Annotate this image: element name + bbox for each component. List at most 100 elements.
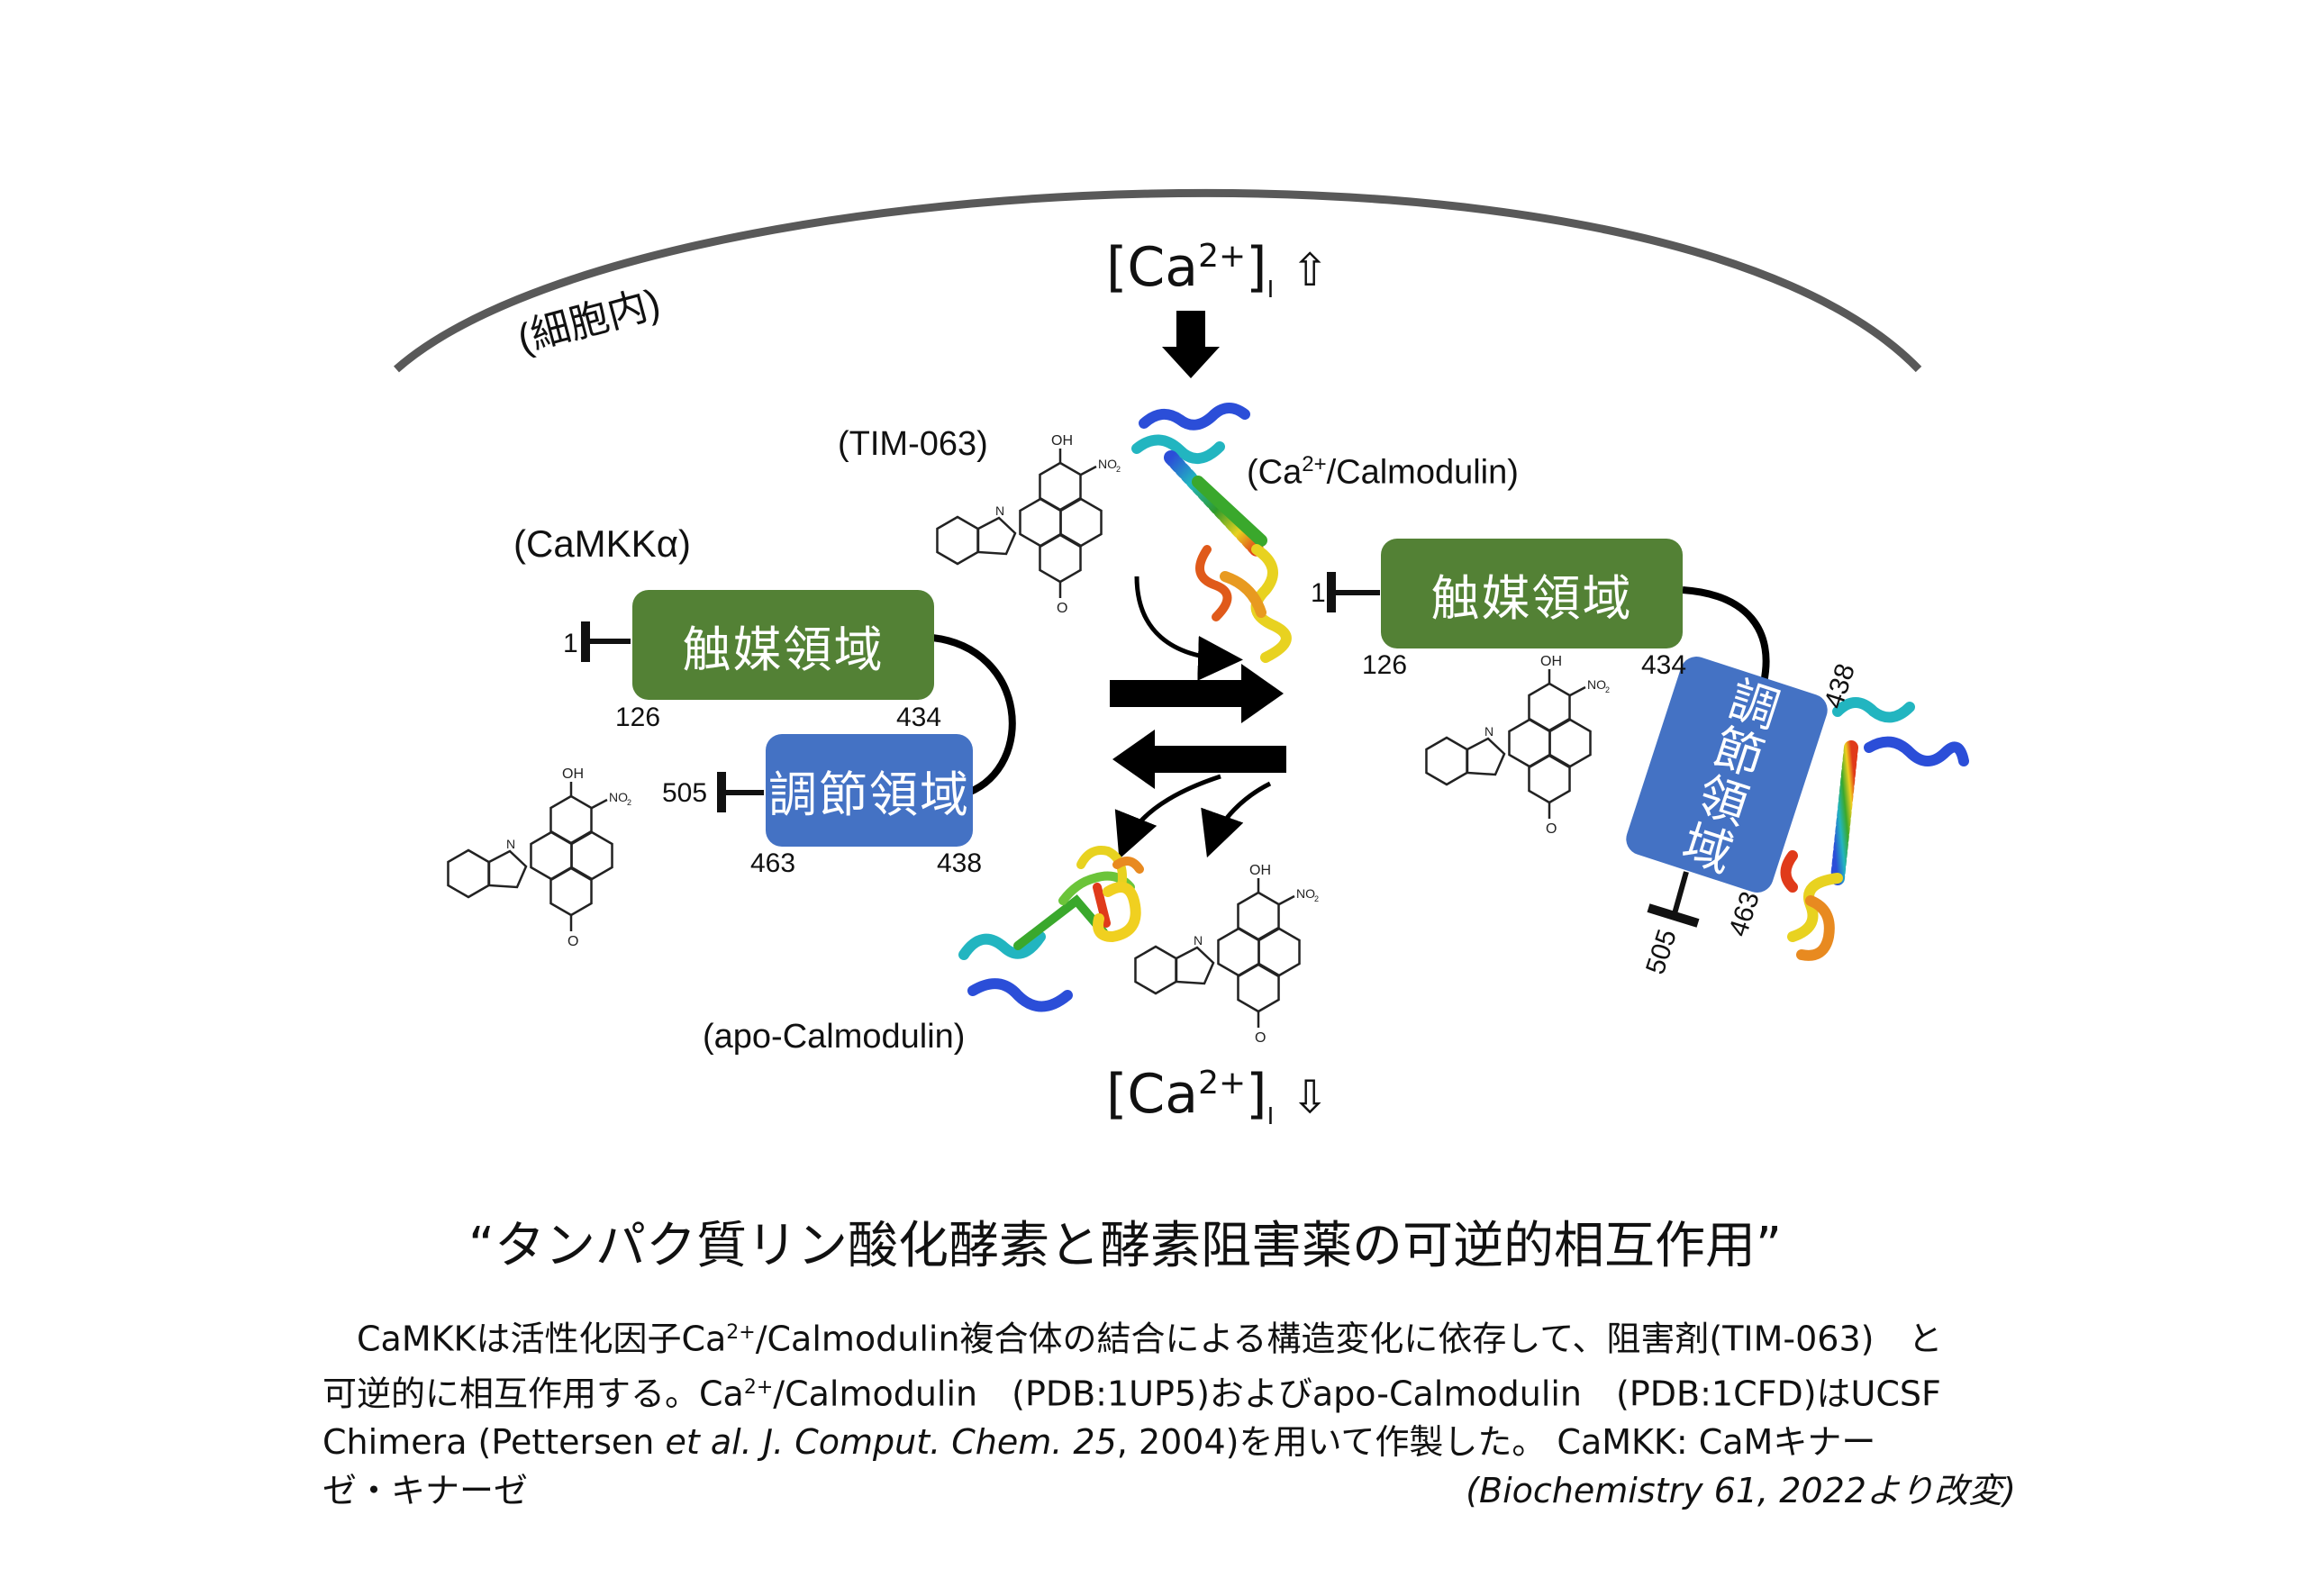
- nitro-label: NO: [1098, 457, 1117, 471]
- carbonyl-label: O: [1057, 601, 1067, 616]
- right-catalytic-end: 434: [1641, 650, 1687, 680]
- ca-charge: 2+: [1198, 238, 1247, 275]
- right-catalytic-start: 126: [1362, 650, 1408, 680]
- release-arrow-apo-cam: [1114, 774, 1221, 859]
- ca-calmodulin-prefix: (Ca: [1247, 453, 1303, 492]
- figure-caption: CaMKKは活性化因子Ca2+/Calmodulin複合体の結合による構造変化に…: [322, 1309, 2016, 1515]
- caption-text: /Calmodulin複合体の結合による構造変化に依存して、阻害剤(TIM-06…: [755, 1319, 1943, 1359]
- down-arrow-icon: ⇩: [1291, 1071, 1330, 1123]
- nitrogen-label: N: [506, 837, 515, 851]
- caption-text: /Calmodulin (PDB:1UP5)およびapo-Calmodulin …: [773, 1374, 1941, 1414]
- nitro-bond: [1278, 894, 1295, 906]
- lactam-ring: [1528, 754, 1571, 804]
- benzene-ring: [447, 848, 490, 899]
- ca-charge: 2+: [1198, 1065, 1247, 1102]
- benzene-ring: [1425, 736, 1468, 786]
- ca-subscript: I: [1266, 277, 1275, 304]
- nitro-subscript: 2: [1605, 685, 1610, 694]
- left-regulatory-end: 438: [937, 848, 983, 878]
- imidazole-ring: [1175, 946, 1215, 985]
- left-catalytic-start: 126: [615, 703, 661, 732]
- nitrogen-label: N: [1484, 724, 1493, 739]
- caption-line-2: 可逆的に相互作用する。Ca2+/Calmodulin (PDB:1UP5)および…: [322, 1364, 2016, 1419]
- caption-journal-italic: et al. J. Comput. Chem. 25: [665, 1422, 1117, 1463]
- nitro-subscript: 2: [1314, 894, 1319, 903]
- left-regulatory-start: 463: [750, 848, 796, 878]
- nitrogen-label: N: [1194, 933, 1203, 948]
- ca-base-text: [Ca: [1106, 236, 1199, 299]
- hydroxy-label: OH: [1051, 433, 1073, 449]
- left-c-terminus-cap: [717, 772, 764, 812]
- caption-line-1: CaMKKは活性化因子Ca2+/Calmodulin複合体の結合による構造変化に…: [322, 1309, 2016, 1364]
- release-arrow-inhibitor: [1201, 781, 1272, 858]
- caption-line-4: ゼ・キナーゼ (Biochemistry 61, 2022より改変): [322, 1466, 2016, 1515]
- ca-subscript: I: [1266, 1103, 1275, 1130]
- right-c-terminus-cap: [1647, 871, 1700, 928]
- tim063-label: (TIM-063): [838, 425, 988, 463]
- left-n-terminus-cap: [581, 621, 631, 662]
- caption-text: ゼ・キナーゼ: [322, 1471, 529, 1511]
- right-n-terminus-number: 1: [1311, 578, 1326, 608]
- ca-influx-arrow: [1162, 311, 1220, 378]
- left-n-terminus-number: 1: [563, 629, 578, 658]
- imidazole-ring: [1466, 737, 1506, 776]
- figure-title: “タンパク質リン酸化酵素と酵素阻害薬の可逆的相互作用”: [468, 1217, 1783, 1275]
- nitro-subscript: 2: [627, 798, 631, 807]
- equilibrium-reverse-arrow: [1112, 730, 1286, 789]
- hydroxy-label: OH: [1540, 654, 1562, 669]
- hydroxy-label: OH: [562, 766, 584, 782]
- nitrogen-label: N: [995, 503, 1004, 518]
- benzene-ring: [936, 515, 979, 566]
- caption-text: 可逆的に相互作用する。Ca: [322, 1374, 744, 1414]
- left-regulatory-domain: 調節領域: [766, 734, 973, 847]
- left-catalytic-end: 434: [896, 703, 942, 732]
- left-catalytic-domain: 触媒領域: [632, 590, 934, 700]
- imidazole-ring: [976, 516, 1017, 556]
- equilibrium-forward-arrow: [1110, 664, 1284, 723]
- calcium-increase-label: [Ca2+]I ⇧: [1106, 236, 1329, 304]
- nitro-bond: [591, 798, 608, 810]
- right-linker-curve: [1682, 586, 1770, 684]
- imidazole-ring: [487, 849, 528, 889]
- ca-base-text: [Ca: [1106, 1063, 1199, 1126]
- caption-line-3: Chimera (Pettersen et al. J. Comput. Che…: [322, 1418, 2016, 1466]
- lactam-ring: [549, 866, 593, 917]
- left-linker-curve: [931, 634, 1016, 796]
- caption-text: CaMKKは活性化因子Ca: [357, 1319, 727, 1359]
- carbonyl-label: O: [1255, 1030, 1266, 1046]
- nitro-label: NO: [1296, 886, 1315, 901]
- binding-curved-arrow: [1134, 576, 1243, 681]
- ca-calmodulin-label: (Ca2+/Calmodulin): [1247, 452, 1519, 493]
- lactam-ring: [1237, 963, 1280, 1013]
- cell-membrane-arc: [394, 188, 1922, 373]
- ca-calmodulin-charge: 2+: [1302, 452, 1327, 476]
- calcium-decrease-label: [Ca2+]I ⇩: [1106, 1063, 1329, 1130]
- carbonyl-label: O: [567, 934, 578, 949]
- apo-calmodulin-structure: [958, 846, 1144, 1012]
- apo-calmodulin-label: (apo-Calmodulin): [703, 1018, 966, 1056]
- ca-bracket: ]: [1246, 1063, 1267, 1126]
- right-catalytic-domain: 触媒領域: [1381, 539, 1683, 648]
- nitro-bond: [1080, 465, 1097, 476]
- camkk-alpha-label: (CaMKKα): [513, 522, 691, 565]
- nitro-bond: [1569, 685, 1586, 697]
- ca-bracket: ]: [1246, 236, 1267, 299]
- lactam-ring: [1039, 533, 1082, 584]
- nitro-label: NO: [609, 790, 628, 804]
- nitro-label: NO: [1587, 677, 1606, 692]
- caption-superscript: 2+: [726, 1321, 756, 1344]
- hydroxy-label: OH: [1249, 863, 1271, 878]
- carbonyl-label: O: [1546, 821, 1557, 837]
- caption-citation: (Biochemistry 61, 2022より改変): [1466, 1471, 2016, 1511]
- ca-calmodulin-structure: [1131, 403, 1292, 663]
- left-c-terminus-number: 505: [662, 778, 708, 808]
- bound-calmodulin-structure: [1780, 697, 1969, 961]
- up-arrow-icon: ⇧: [1291, 244, 1330, 296]
- nitro-subscript: 2: [1116, 465, 1121, 474]
- right-n-terminus-cap: [1327, 572, 1380, 612]
- caption-text: , 2004)を用いて作製した。 CaMKK: CaMキナー: [1116, 1422, 1876, 1463]
